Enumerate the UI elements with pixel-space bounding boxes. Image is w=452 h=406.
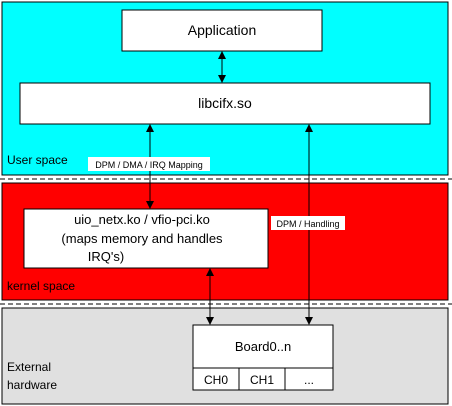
kernel-space-label: kernel space bbox=[7, 279, 75, 293]
libcifx-box bbox=[19, 82, 431, 125]
channel-label-1: CH1 bbox=[250, 373, 274, 387]
hardware-label-line2: hardware bbox=[7, 378, 57, 392]
channel-cell-2 bbox=[284, 367, 334, 391]
board-label: Board0..n bbox=[235, 339, 291, 354]
libcifx-label: libcifx.so bbox=[198, 95, 252, 111]
channel-label-0: CH0 bbox=[204, 373, 228, 387]
hardware-label-line1: External bbox=[7, 360, 51, 374]
user-space-label: User space bbox=[7, 153, 68, 167]
dpm-handling-label-bg bbox=[271, 216, 345, 230]
application-box bbox=[121, 9, 323, 52]
dpm-dma-irq-label: DPM / DMA / IRQ Mapping bbox=[95, 160, 203, 170]
driver-label-line1: uio_netx.ko / vfio-pci.ko bbox=[74, 212, 210, 227]
channel-label-2: ... bbox=[304, 373, 314, 387]
dpm-handling-label: DPM / Handling bbox=[276, 219, 339, 229]
driver-label-line2: (maps memory and handles bbox=[61, 231, 223, 246]
driver-label-line3: IRQ's) bbox=[88, 249, 124, 264]
driver-box bbox=[23, 208, 269, 269]
dpm-dma-irq-label-bg bbox=[88, 157, 210, 171]
application-label: Application bbox=[188, 22, 257, 38]
